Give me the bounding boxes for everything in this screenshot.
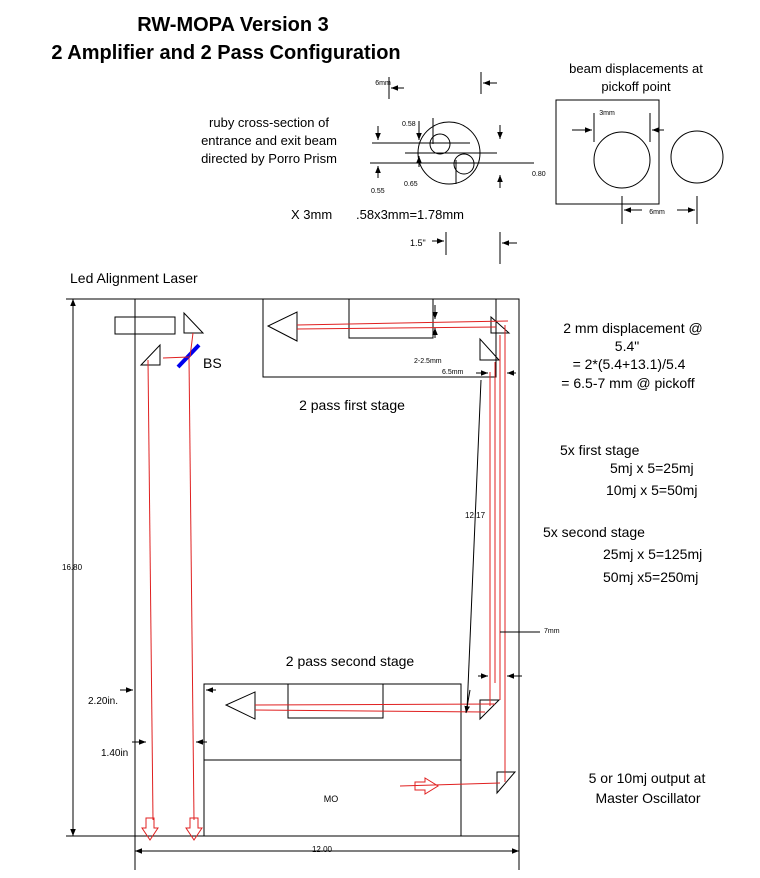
x3mm-label: X 3mm xyxy=(291,207,332,222)
second-stage-gain-1: 25mj x 5=125mj xyxy=(603,546,702,562)
dim-058-label: 0.58 xyxy=(402,121,416,128)
beam-bs-to-prism xyxy=(162,356,190,359)
dim-3mm-label: 3mm xyxy=(599,110,615,117)
second-stage-rod xyxy=(287,683,384,719)
cross-section-caption-1: ruby cross-section of xyxy=(209,115,329,130)
dim-1217-arrow xyxy=(464,689,471,714)
laser-fold-prism xyxy=(183,311,205,334)
dim-225-label: 2-2.5mm xyxy=(414,358,442,365)
cross-section-caption-2: entrance and exit beam xyxy=(201,133,337,148)
cross-section-caption-3: directed by Porro Prism xyxy=(201,151,337,166)
beam-second-stage-out xyxy=(254,709,486,713)
beam-laser-to-bs xyxy=(189,332,194,358)
second-stage-porro-prism xyxy=(224,691,256,720)
top-right-prism xyxy=(490,315,511,334)
mo-output-arrow xyxy=(414,777,439,795)
first-stage-porro-prism xyxy=(266,311,298,342)
dim-080-label: 0.80 xyxy=(532,171,546,178)
beam-splitter xyxy=(176,343,201,369)
beam-first-stage-out xyxy=(296,326,497,330)
output-note-2: Master Oscillator xyxy=(595,790,700,806)
alignment-laser-body xyxy=(114,316,176,335)
bs-label: BS xyxy=(203,355,222,371)
output-note-1: 5 or 10mj output at xyxy=(589,770,706,786)
mo-label: MO xyxy=(324,794,339,804)
dim-65-label: 6.5mm xyxy=(442,369,464,376)
second-stage-gain-2: 50mj x5=250mj xyxy=(603,569,698,585)
first-stage-gain-2: 10mj x 5=50mj xyxy=(606,482,697,498)
area-calc-label: .58x3mm=1.78mm xyxy=(356,207,464,222)
beam-mo-output xyxy=(399,782,501,787)
dim-6mm-label: 6mm xyxy=(375,80,391,87)
pickoff-prism xyxy=(479,337,501,361)
dim-6mm-bottom-label: 6mm xyxy=(649,209,665,216)
dim-055-label: 0.55 xyxy=(371,188,385,195)
displaced-beam-circle xyxy=(670,130,724,184)
entrance-beam-circle xyxy=(429,133,451,155)
displacement-caption-2: pickoff point xyxy=(601,79,671,94)
bottom-right-prism xyxy=(496,771,517,795)
displacement-note-3: = 2*(5.4+13.1)/5.4 xyxy=(573,356,686,372)
beam-paths xyxy=(147,320,509,821)
displacement-detail: beam displacements at pickoff point 3mm … xyxy=(555,61,724,224)
left-turning-prism xyxy=(139,343,161,366)
dim-1217-label: 12.17 xyxy=(465,511,486,520)
title-line2: 2 Amplifier and 2 Pass Configuration xyxy=(51,42,400,64)
beam-second-stage-in xyxy=(254,703,496,706)
dim-7mm-label: 7mm xyxy=(544,628,560,635)
second-stage-label: 2 pass second stage xyxy=(286,653,415,669)
displacement-caption-1: beam displacements at xyxy=(569,61,703,76)
displacement-note-2: 5.4" xyxy=(615,338,639,354)
first-stage-gain-head: 5x first stage xyxy=(560,442,640,458)
first-stage-rod xyxy=(348,298,434,339)
title-line1: RW-MOPA Version 3 xyxy=(137,14,328,36)
dim-height-label: 16.80 xyxy=(62,563,83,572)
second-stage-gain-head: 5x second stage xyxy=(543,524,645,540)
notes-panel: 2 mm displacement @ 5.4" = 2*(5.4+13.1)/… xyxy=(543,320,705,806)
dim-140-label: 1.40in xyxy=(101,748,128,759)
cross-section-detail: ruby cross-section of entrance and exit … xyxy=(201,72,546,264)
pickoff-beam-circle xyxy=(593,131,651,189)
exit-beam-circle xyxy=(453,153,475,175)
displacement-note-1: 2 mm displacement @ xyxy=(563,320,702,336)
dim-width-label: 12.00 xyxy=(312,845,333,854)
first-stage-gain-1: 5mj x 5=25mj xyxy=(610,460,694,476)
output-arrow-left xyxy=(141,817,159,841)
alignment-laser-label: Led Alignment Laser xyxy=(70,270,198,286)
beam-first-stage-in xyxy=(296,320,509,326)
dim-220-label: 2.20in. xyxy=(88,696,118,707)
first-stage-label: 2 pass first stage xyxy=(299,397,405,413)
beam-bs-output xyxy=(188,357,195,821)
beam-left-output xyxy=(147,359,154,821)
dim-1217-line xyxy=(466,379,482,712)
output-arrow-bs xyxy=(185,817,203,841)
dim-065-label: 0.65 xyxy=(404,181,418,188)
displacement-note-4: = 6.5-7 mm @ pickoff xyxy=(561,375,695,391)
dim-15in-label: 1.5" xyxy=(410,238,426,248)
pickoff-square xyxy=(555,99,660,205)
